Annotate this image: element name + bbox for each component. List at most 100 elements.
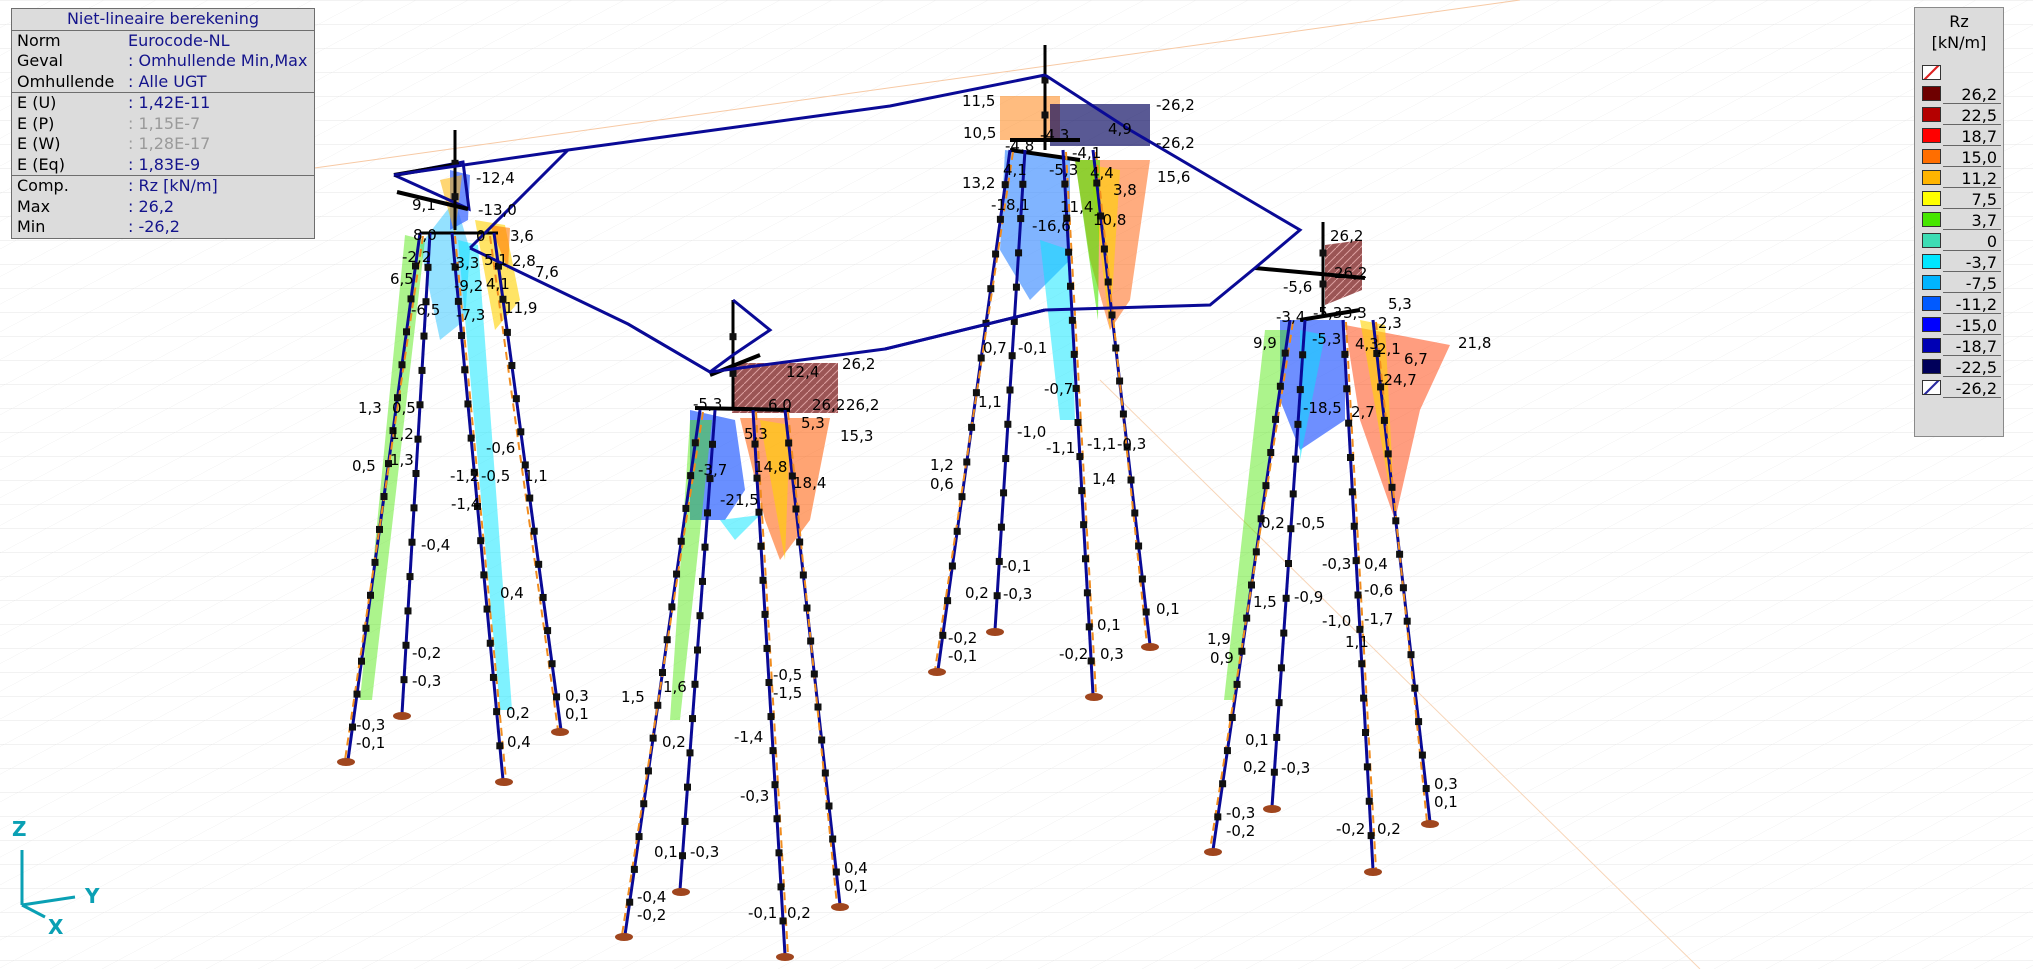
result-value-label: 8,0	[413, 226, 437, 244]
node-marker	[1272, 415, 1280, 423]
result-value-label: 9,1	[412, 196, 436, 214]
node-marker	[729, 369, 737, 377]
result-value-label: 0,1	[565, 705, 589, 723]
node-marker	[1319, 249, 1327, 257]
node-marker	[1001, 181, 1009, 189]
legend-value: 3,7	[1971, 211, 1997, 230]
result-value-label: -0,3	[1226, 804, 1255, 822]
legend-title: Rz	[1949, 12, 1969, 31]
result-value-label: 4,4	[1090, 164, 1114, 182]
legend-swatch	[1922, 275, 1941, 290]
info-value: : 26,2	[128, 196, 175, 216]
frame-2-leg-deformed	[787, 411, 838, 906]
result-value-label: -5,3	[693, 395, 722, 413]
result-value-label: -0,3	[690, 843, 719, 861]
node-marker	[953, 527, 961, 535]
node-marker	[1280, 629, 1288, 637]
legend-rule	[1943, 397, 2001, 398]
result-value-label: 0,1	[844, 877, 868, 895]
result-value-label: -1,5	[773, 684, 802, 702]
node-marker	[757, 542, 765, 550]
node-marker	[709, 440, 716, 448]
node-marker	[1017, 215, 1025, 223]
node-marker	[779, 917, 787, 925]
node-marker	[1415, 718, 1423, 726]
result-value-label: -0,5	[481, 467, 510, 485]
legend-value: 7,5	[1971, 190, 1997, 209]
frame-1-leg	[492, 232, 563, 731]
legend-rule	[1943, 103, 2001, 104]
node-marker	[394, 394, 401, 402]
legend-swatch	[1922, 317, 1941, 332]
node-marker	[1219, 780, 1227, 788]
diagram-fill-negative	[720, 515, 760, 540]
result-value-label: 1,6	[663, 678, 687, 696]
frame-4-leg-deformed	[1375, 321, 1428, 823]
legend-value: 22,5	[1961, 106, 1997, 125]
support	[986, 628, 1004, 636]
node-marker	[681, 817, 689, 825]
frame-1	[337, 130, 569, 786]
node-marker	[1257, 515, 1265, 523]
legend-rule	[1943, 313, 2001, 314]
node-marker	[408, 538, 416, 546]
node-marker	[753, 474, 761, 482]
node-marker	[451, 193, 459, 201]
result-value-label: 0,3	[565, 687, 589, 705]
legend-value: 15,0	[1961, 148, 1997, 167]
node-marker	[544, 627, 552, 635]
support	[1421, 820, 1439, 828]
info-key: E (W)	[17, 134, 61, 153]
support	[1364, 868, 1382, 876]
result-value-label: 0,2	[506, 704, 530, 722]
node-marker	[1363, 763, 1371, 771]
node-marker	[673, 570, 681, 578]
node-marker	[353, 690, 361, 698]
legend-rule	[1943, 145, 2001, 146]
node-marker	[1119, 410, 1127, 418]
node-marker	[1294, 420, 1302, 428]
result-value-label: -0,5	[773, 666, 802, 684]
legend-swatch	[1922, 296, 1941, 311]
node-marker	[1384, 450, 1392, 458]
legend-row: -18,7	[1915, 335, 2003, 356]
info-group-component: Comp.: Rz [kN/m] Max: 26,2 Min: -26,2	[12, 176, 314, 238]
node-marker	[380, 493, 388, 500]
node-marker	[691, 439, 699, 447]
node-marker	[1228, 714, 1236, 721]
node-marker	[686, 749, 694, 757]
node-marker	[1068, 316, 1076, 324]
result-value-label: 0,4	[507, 733, 531, 751]
result-value-label: -0,3	[1003, 585, 1032, 603]
result-value-label: 15,6	[1157, 168, 1190, 186]
node-marker	[1365, 797, 1373, 805]
legend-row: 7,5	[1915, 188, 2003, 209]
node-marker	[1396, 550, 1404, 558]
legend-rule	[1943, 124, 2001, 125]
result-value-label: -0,1	[1002, 557, 1031, 575]
result-value-label: -0,4	[421, 536, 450, 554]
legend-value: 26,2	[1961, 85, 1997, 104]
node-marker	[771, 781, 779, 789]
legend-value: -15,0	[1955, 316, 1997, 335]
node-marker	[773, 815, 781, 823]
frame-3	[928, 45, 1159, 701]
node-marker	[810, 670, 818, 678]
support	[776, 953, 794, 961]
node-marker	[451, 159, 459, 167]
legend-row: 22,5	[1915, 104, 2003, 125]
node-marker	[785, 439, 793, 447]
legend-row: 26,2	[1915, 83, 2003, 104]
node-marker	[1002, 455, 1010, 463]
guide-line	[299, 0, 1521, 171]
node-marker	[1063, 214, 1071, 222]
info-key: Norm	[17, 30, 61, 50]
node-marker	[483, 605, 491, 613]
node-marker	[1093, 179, 1101, 187]
node-marker	[1061, 180, 1069, 188]
y-axis-label: Y	[84, 884, 100, 908]
node-marker	[535, 560, 543, 568]
